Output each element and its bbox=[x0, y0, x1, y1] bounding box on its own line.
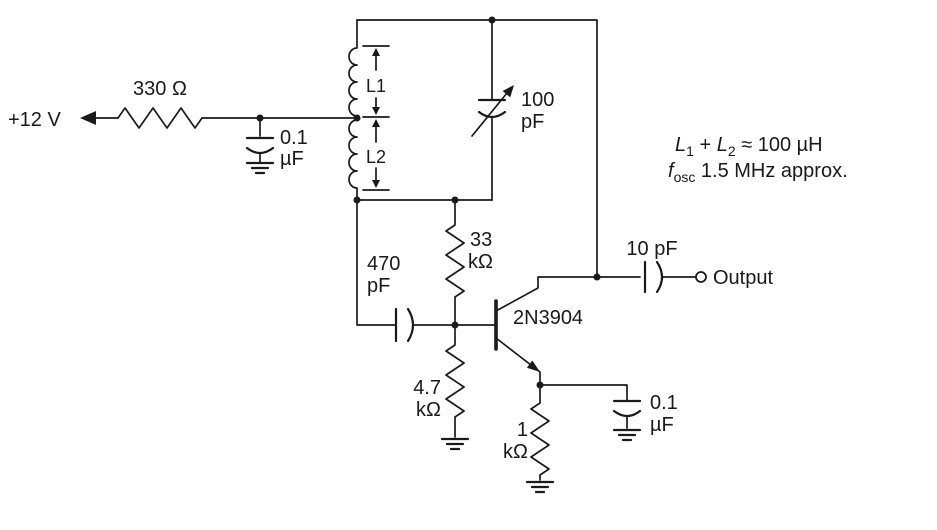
ground-symbol bbox=[525, 480, 555, 494]
output-terminal bbox=[695, 271, 707, 283]
arrow-up-icon bbox=[372, 119, 380, 127]
resistor-4k7: 4.7 kΩ bbox=[413, 324, 470, 451]
supply-feed: +12 V bbox=[8, 109, 119, 131]
inductor-coil bbox=[348, 19, 358, 201]
resistor-4k7-body bbox=[445, 324, 465, 438]
junction-dot bbox=[451, 321, 459, 329]
junction-dot bbox=[536, 381, 544, 389]
cap-supply-decoupling: 0.1 µF bbox=[245, 117, 308, 175]
cap-emitter-bypass: 0.1 µF bbox=[539, 384, 678, 442]
cap-10-label: 10 pF bbox=[626, 238, 677, 260]
junction-dot bbox=[451, 196, 459, 204]
cap-supply-value: 0.1 bbox=[280, 127, 308, 149]
arrow-up-icon bbox=[372, 48, 380, 56]
varcap-arrow-shaft bbox=[471, 92, 508, 137]
top-rail-wire bbox=[356, 19, 598, 278]
varcap-arrow-icon bbox=[502, 85, 514, 98]
resistor-1k-value: 1 bbox=[517, 419, 528, 441]
junction-dot bbox=[353, 114, 361, 122]
transistor-2n3904: 2N3904 bbox=[454, 276, 641, 386]
transistor-emitter-wire bbox=[495, 337, 541, 386]
junction-dot bbox=[488, 16, 496, 24]
cap-470-lead-left bbox=[356, 199, 397, 326]
supply-label: +12 V bbox=[8, 109, 61, 131]
cap-10pf-output: 10 pF Output bbox=[626, 238, 773, 294]
resistor-33k: 33 kΩ bbox=[445, 199, 493, 326]
junction-dots bbox=[256, 16, 601, 389]
cap-emitter-unit: µF bbox=[650, 414, 674, 436]
resistor-330: 330 Ω bbox=[117, 78, 358, 129]
cap-emitter-lead-top bbox=[539, 384, 628, 402]
output-label: Output bbox=[713, 267, 773, 289]
cap-emitter-value: 0.1 bbox=[650, 392, 678, 414]
inductor-l2-label: L2 bbox=[366, 147, 386, 167]
note-inductance: L1 + L2 ≈ 100 µH bbox=[675, 134, 823, 159]
resistor-1k-unit: kΩ bbox=[503, 441, 528, 463]
ground-symbol bbox=[612, 428, 642, 442]
transistor-label: 2N3904 bbox=[513, 307, 583, 329]
varcap-value: 100 bbox=[521, 89, 554, 111]
junction-dot bbox=[353, 196, 361, 204]
resistor-33k-unit: kΩ bbox=[468, 251, 493, 273]
resistor-1k-body bbox=[530, 384, 550, 481]
resistor-33k-value: 33 bbox=[470, 229, 492, 251]
resistor-33k-body bbox=[445, 199, 465, 326]
emitter-arrow-icon bbox=[526, 360, 540, 372]
cap-470pf: 470 pF bbox=[356, 199, 456, 343]
inductor-l1-label: L1 bbox=[366, 76, 386, 96]
cap-variable-100pf: 100 pF bbox=[471, 19, 554, 201]
arrow-down-icon bbox=[372, 107, 380, 115]
notes-block: L1 + L2 ≈ 100 µH fosc 1.5 MHz approx. bbox=[668, 134, 848, 185]
cap-470-value: 470 bbox=[367, 253, 400, 275]
note-frequency: fosc 1.5 MHz approx. bbox=[668, 160, 848, 185]
varcap-unit: pF bbox=[521, 111, 544, 133]
cap-470-unit: pF bbox=[367, 275, 390, 297]
inductor-span-ticks bbox=[362, 45, 390, 191]
inductor-tapped: L1 L2 bbox=[348, 19, 390, 201]
resistor-330-body bbox=[117, 107, 358, 129]
arrow-down-icon bbox=[372, 180, 380, 188]
ground-symbol bbox=[440, 437, 470, 451]
junction-dot bbox=[256, 114, 264, 122]
transistor-collector-wire bbox=[495, 276, 641, 312]
resistor-330-label: 330 Ω bbox=[133, 78, 187, 100]
resistor-4k7-value: 4.7 bbox=[413, 377, 441, 399]
cap-supply-unit: µF bbox=[280, 148, 304, 170]
junction-dot bbox=[593, 273, 601, 281]
resistor-1k: 1 kΩ bbox=[503, 384, 555, 494]
resistor-4k7-unit: kΩ bbox=[416, 399, 441, 421]
supply-arrow-icon bbox=[80, 111, 96, 125]
ground-symbol bbox=[245, 161, 275, 175]
